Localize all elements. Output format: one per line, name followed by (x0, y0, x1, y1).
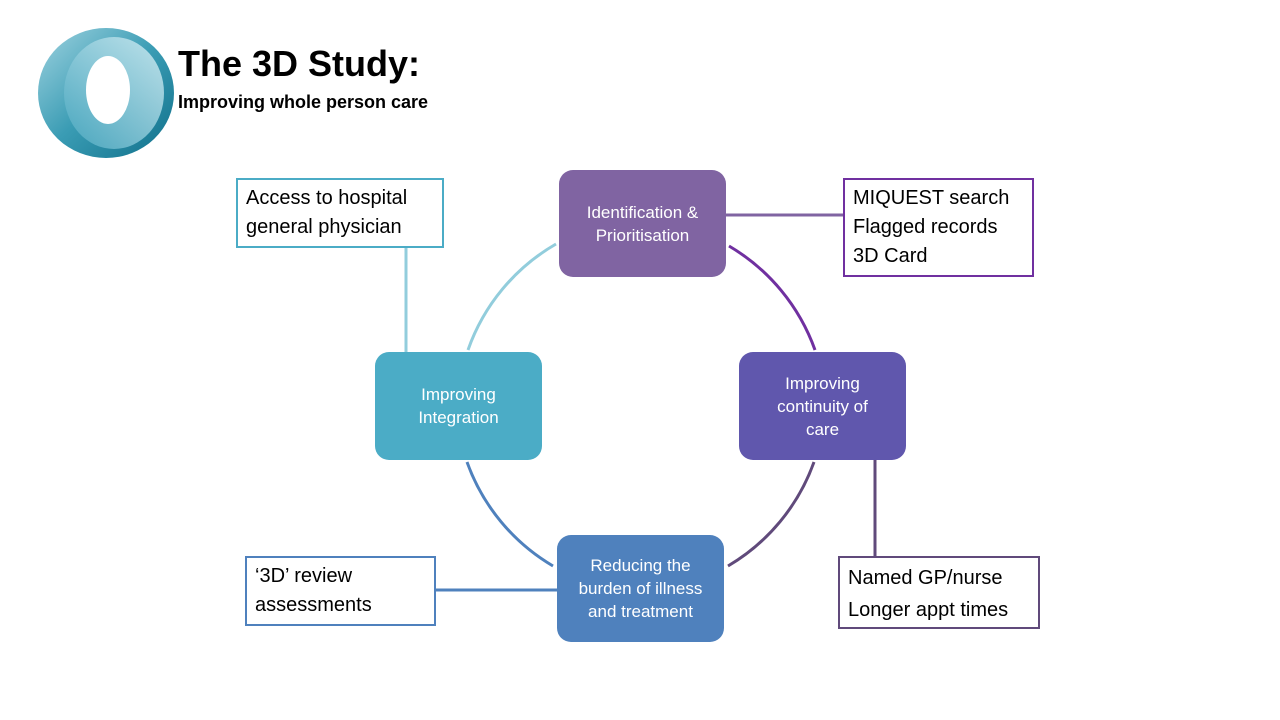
ring-logo-icon (38, 28, 174, 158)
node-identification-prioritisation: Identification & Prioritisation (559, 170, 726, 277)
note-miquest: MIQUEST search Flagged records 3D Card (843, 178, 1034, 277)
note-3d-review: ‘3D’ review assessments (245, 556, 436, 626)
arc-top-left (466, 242, 557, 351)
node-improving-integration: Improving Integration (375, 352, 542, 460)
node-reducing-burden: Reducing the burden of illness and treat… (557, 535, 724, 642)
page-title: The 3D Study: (178, 43, 421, 84)
arc-top-right (728, 244, 817, 351)
arc-bottom-right (727, 461, 816, 568)
page-subtitle: Improving whole person care (178, 92, 429, 112)
note-named-gp: Named GP/nurse Longer appt times (838, 556, 1040, 629)
node-improving-continuity: Improving continuity of care (739, 352, 906, 460)
note-hospital-access: Access to hospital general physician (236, 178, 444, 248)
arc-bottom-left (465, 461, 554, 568)
